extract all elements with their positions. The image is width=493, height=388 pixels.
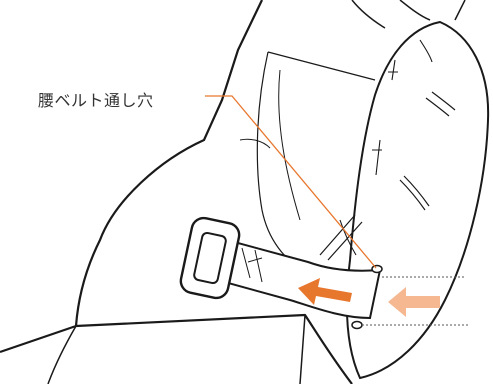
wing-slot-1 [425,91,456,117]
buckle-inner [193,231,227,285]
belt-strap-fold [319,214,363,261]
seat-fold-line-2 [239,138,271,149]
seat-inner-contour [256,51,306,273]
belt-loop-hole-bottom [351,320,363,330]
belt-strap-stitch [241,247,263,283]
wing-inner-curve [339,219,357,256]
leg-lines [47,314,306,385]
top-edge [351,0,466,29]
wing-seam-3 [419,39,433,63]
arrow-left-icon [298,278,352,305]
wing-seam-2 [372,139,382,176]
belt-loop-hole-label: 腰ベルト通し穴 [38,91,154,110]
seat-inner-contour-2 [267,51,376,81]
wing-slot-2 [399,175,430,211]
seat-fold-line [278,69,301,221]
arrow-left-icon [388,287,440,317]
seat-body-outline [0,0,353,385]
belt-loop-hole-top [371,264,383,274]
wing-seam-1 [388,59,398,81]
callout-leader-line [205,95,377,269]
